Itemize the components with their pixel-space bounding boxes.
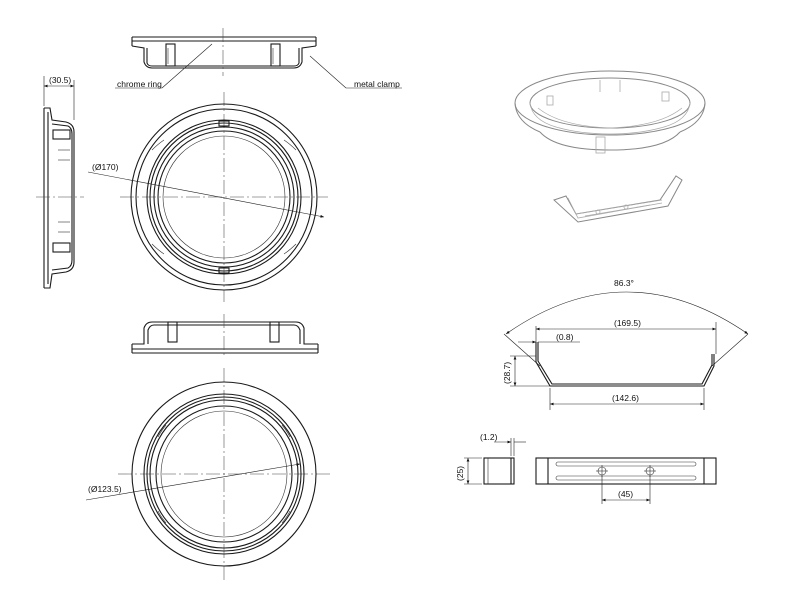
ring-side-view-left: (30.5) <box>36 75 84 289</box>
clamp-thickness-label: (0.8) <box>556 332 574 342</box>
clamp-height-label: (28.7) <box>502 362 512 384</box>
clip-side-view: (1.2) (25) <box>455 432 526 485</box>
clamp-width-label: (169.5) <box>614 318 641 328</box>
hole-spacing-label: (45) <box>618 489 633 499</box>
depth-dimension-label: (30.5) <box>49 75 71 85</box>
ring-front-view-bottom: (Ø123.5) <box>85 368 330 580</box>
clamp-section-view: 86.3° (169.5) (0.8) (28.7) (142.6) <box>502 278 749 410</box>
clip-height-label: (25) <box>455 466 465 481</box>
ring-side-view-bottom <box>131 314 319 358</box>
clamp-isometric-view <box>553 175 683 223</box>
metal-clamp-label: metal clamp <box>354 79 400 89</box>
inner-diameter-label: (Ø123.5) <box>88 484 122 494</box>
clamp-base-label: (142.6) <box>612 393 639 403</box>
ring-side-view-top: chrome ring metal clamp <box>115 28 402 89</box>
chrome-ring-label: chrome ring <box>117 79 162 89</box>
ring-front-view-top: (Ø170) <box>87 92 328 302</box>
angle-label: 86.3° <box>614 278 634 288</box>
clip-thickness-label: (1.2) <box>480 432 498 442</box>
clip-front-view: (45) <box>535 457 717 504</box>
outer-diameter-label: (Ø170) <box>92 162 119 172</box>
ring-isometric-view <box>514 70 706 154</box>
